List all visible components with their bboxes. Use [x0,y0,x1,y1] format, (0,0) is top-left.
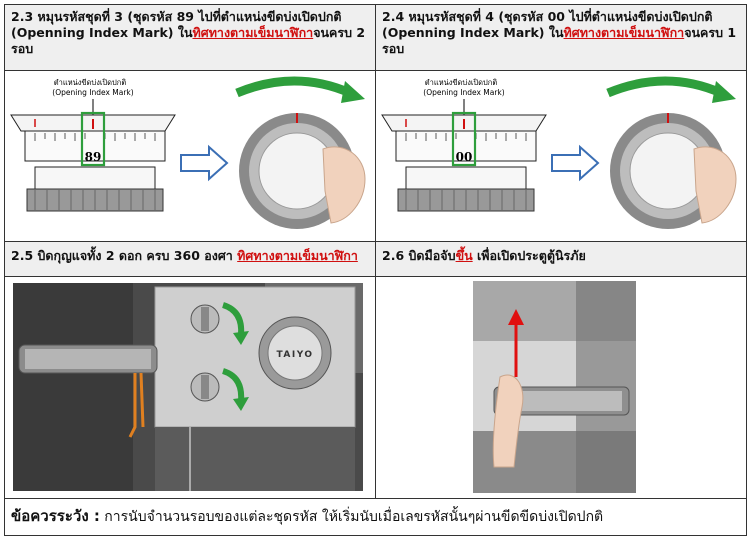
step-2-4-header: 2.4 หมุนรหัสชุดที่ 4 (ชุดรหัส 00 ไปที่ตำ… [375,4,747,71]
dial-body [405,166,527,190]
dial-brand: TAIYO [276,350,313,360]
hand-icon [322,146,366,224]
caution-label: ข้อควรระวัง : [11,507,100,525]
step-2-3-direction: ทิศทางตามเข็มนาฬิกา [192,25,314,40]
caution-text: การนับจำนวนรอบของแต่ละชุดรหัส ให้เริ่มนั… [99,509,604,525]
index-label-en: (Opening Index Mark) [423,88,504,97]
step-2-3-illustration: ตำแหน่งขีดบ่งเปิดปกติ (Opening Index Mar… [4,70,376,242]
next-arrow-icon [551,144,600,182]
step-2-5-direction: ทิศทางตามเข็มนาฬิกา [237,248,358,263]
step-2-4-prefix: 2.4 หมุนรหัสชุดที่ 4 (ชุดรหัส 00 ไปที่ตำ… [382,9,713,40]
dial-number: 89 [85,150,102,164]
step-2-4-suffix: จนครบ 1 รอบ [382,25,737,56]
step-2-4-illustration: ตำแหน่งขีดบ่งเปิดปกติ (Opening Index Mar… [375,70,747,242]
caution-footer: ข้อควรระวัง : การนับจำนวนรอบของแต่ละชุดร… [4,498,747,536]
step-2-6-prefix: 2.6 บิดมือจับ [382,248,456,263]
step-2-6-suffix: เพื่อเปิดประตูตู้นิรภัย [472,248,586,263]
dial-number: 00 [456,150,473,164]
step-2-3-header: 2.3 หมุนรหัสชุดที่ 3 (ชุดรหัส 89 ไปที่ตำ… [4,4,376,71]
index-label-th: ตำแหน่งขีดบ่งเปิดปกติ [54,78,127,87]
dial-body [34,166,156,190]
clockwise-arrow-icon [221,368,245,402]
highlight-box [80,111,106,167]
step-2-5-prefix: 2.5 บิดกุญแจทั้ง 2 ดอก ครบ 360 องศา [11,248,238,263]
step-2-3-suffix: จนครบ 2 รอบ [11,25,366,56]
highlight-box [451,111,477,167]
key-strap [128,372,145,438]
step-2-5-header: 2.5 บิดกุญแจทั้ง 2 ดอก ครบ 360 องศา ทิศท… [4,241,376,277]
step-2-6-header: 2.6 บิดมือจับขึ้น เพื่อเปิดประตูตู้นิรภั… [375,241,747,277]
dial-scale [395,130,537,162]
step-2-6-highlight: ขึ้น [455,248,473,263]
index-label-en: (Opening Index Mark) [52,88,133,97]
instruction-grid: 2.3 หมุนรหัสชุดที่ 3 (ชุดรหัส 89 ไปที่ตำ… [4,4,747,536]
hand-icon [492,374,524,468]
step-2-5-photo: TAIYO [4,276,376,499]
hand-icon [693,146,737,224]
clockwise-arrow-icon [221,302,245,336]
index-label-th: ตำแหน่งขีดบ่งเปิดปกติ [425,78,498,87]
next-arrow-icon [180,144,229,182]
dial-scale [24,130,166,162]
step-2-4-direction: ทิศทางตามเข็มนาฬิกา [563,25,685,40]
step-2-3-prefix: 2.3 หมุนรหัสชุดที่ 3 (ชุดรหัส 89 ไปที่ตำ… [11,9,342,40]
clockwise-arrow-icon [235,76,352,98]
clockwise-arrow-icon [606,76,723,98]
step-2-6-photo [375,276,747,499]
